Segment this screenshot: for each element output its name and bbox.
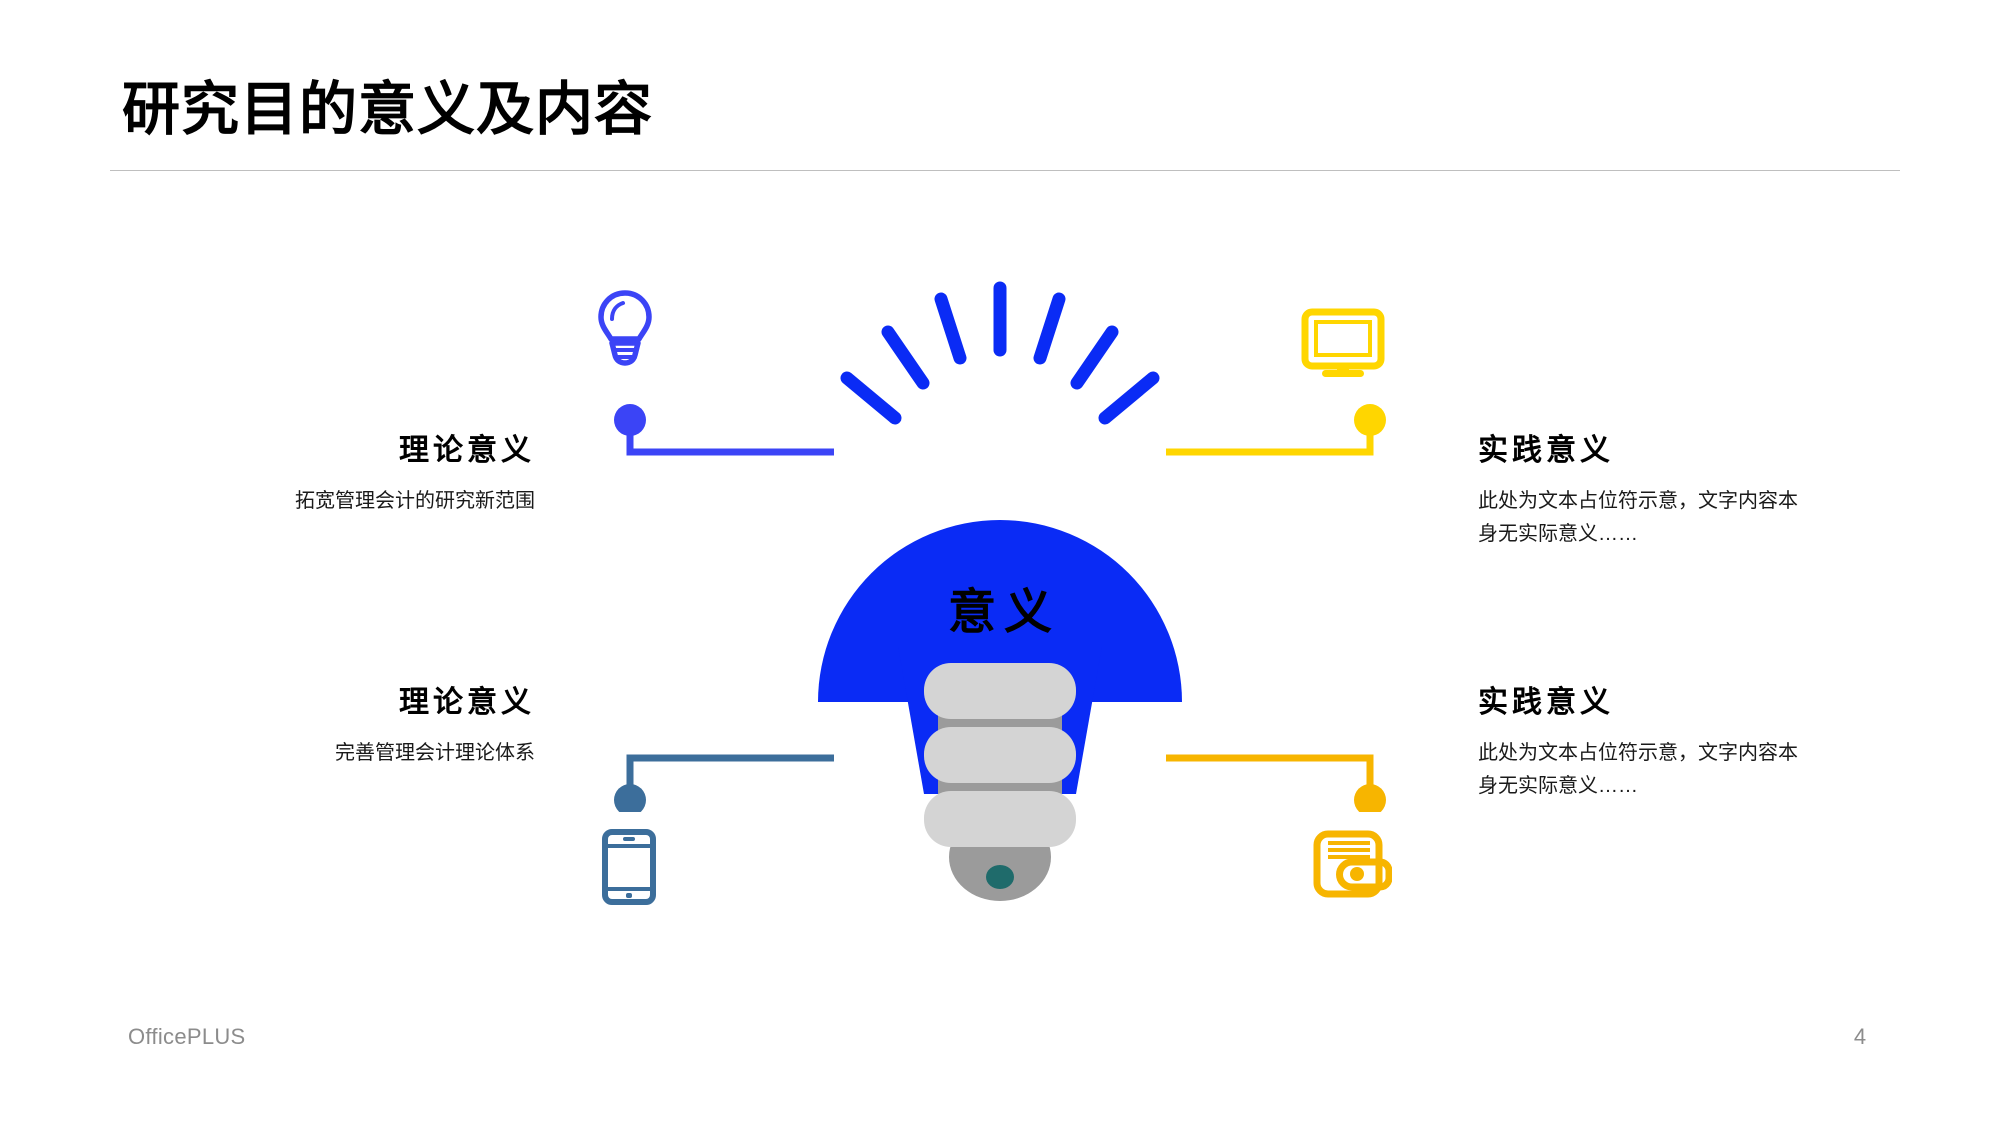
page-number: 4 (1853, 1024, 1867, 1049)
page-title: 研究目的意义及内容 (122, 77, 654, 142)
label-body-bottom-right: 此处为文本占位符示意，文字内容本身无实际意义…… (1478, 742, 1798, 797)
label-heading-bottom-left: 理论意义 (399, 686, 535, 719)
label-heading-top-left: 理论意义 (399, 434, 535, 467)
wallet-icon (1312, 828, 1392, 900)
smartphone-icon (600, 828, 658, 906)
center-label: 意义 (947, 586, 1060, 639)
label-heading-top-right: 实践意义 (1478, 434, 1614, 467)
connector-top-right (1166, 400, 1396, 460)
monitor-icon (1300, 308, 1386, 380)
label-heading-bottom-right: 实践意义 (1478, 686, 1614, 719)
connector-top-left (604, 400, 834, 460)
label-body-top-left: 拓宽管理会计的研究新范围 (295, 490, 535, 512)
label-body-bottom-left: 完善管理会计理论体系 (335, 742, 535, 764)
title-divider (110, 170, 1900, 171)
footer-brand: OfficePLUS (128, 1024, 246, 1049)
connector-bottom-left (604, 752, 834, 812)
lightbulb-diagram (790, 270, 1210, 920)
connector-bottom-right (1166, 752, 1396, 812)
label-body-top-right: 此处为文本占位符示意，文字内容本身无实际意义…… (1478, 490, 1798, 545)
lightbulb-icon (592, 288, 658, 368)
